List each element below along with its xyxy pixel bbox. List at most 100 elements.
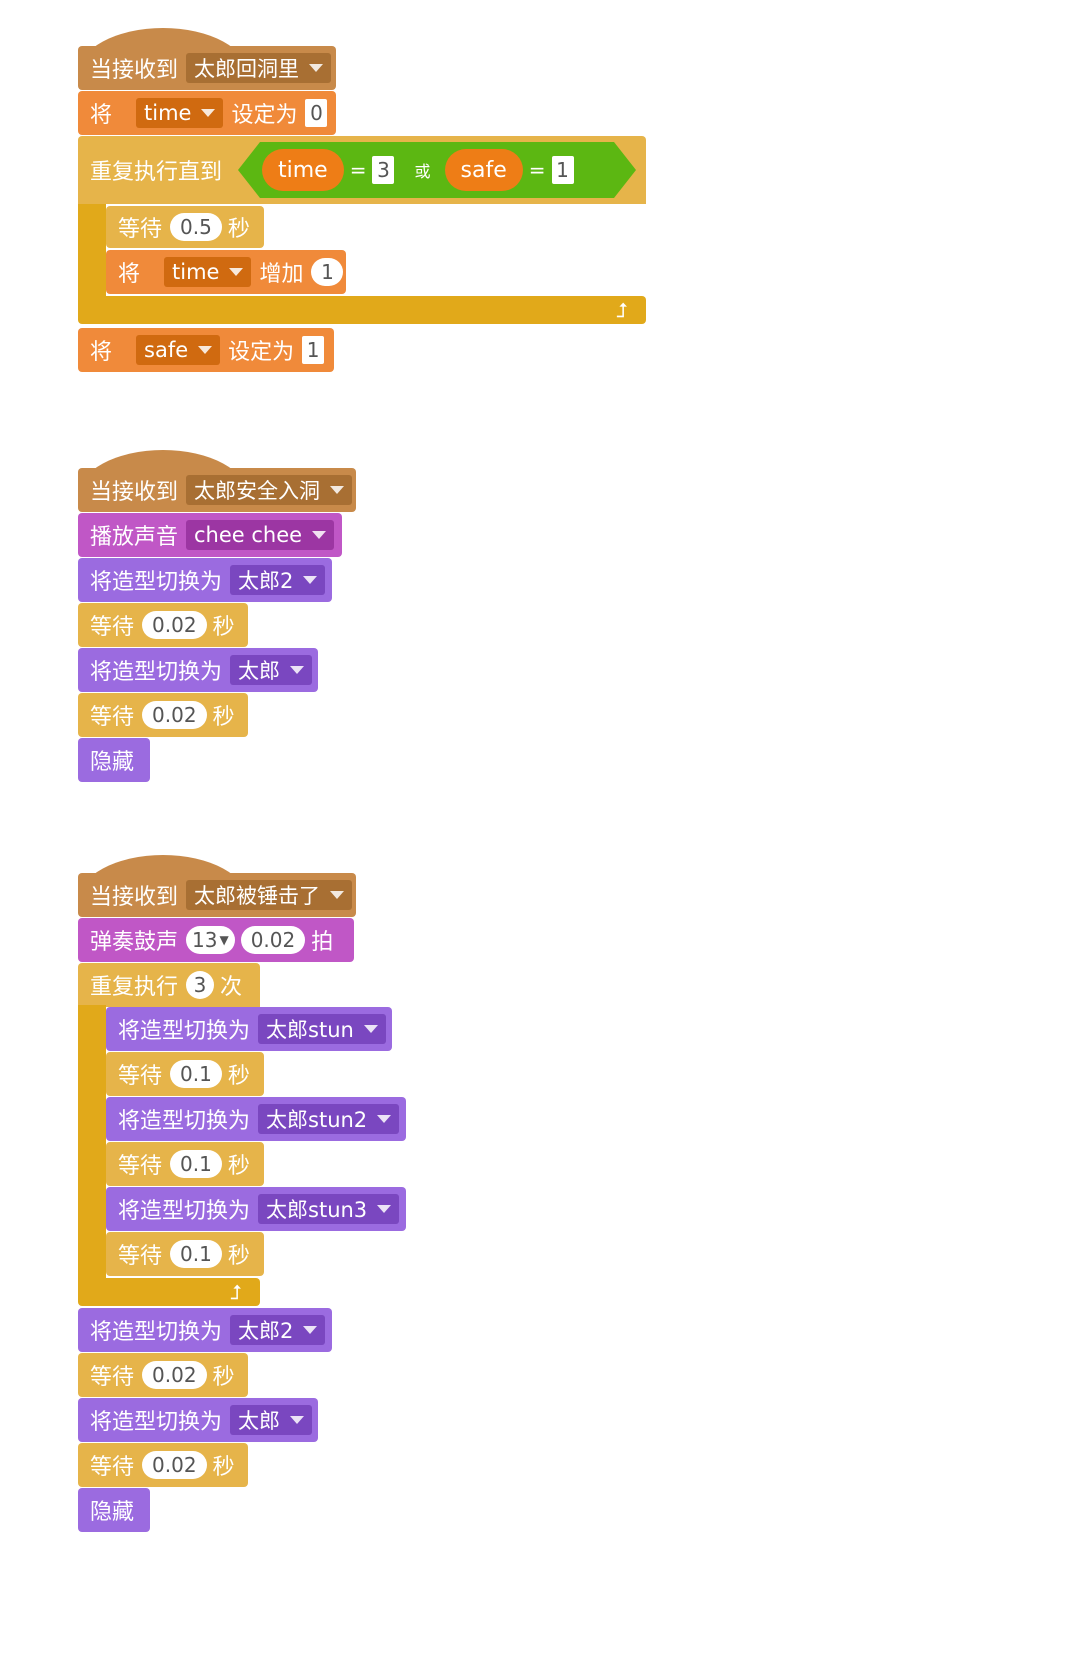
costume-dropdown[interactable]: 太郎 <box>230 1405 313 1435</box>
equals-label: = <box>349 158 367 182</box>
chevron-down-icon <box>330 891 345 899</box>
safe-reporter[interactable]: safe <box>445 149 523 191</box>
wait-label: 等待 <box>90 615 135 640</box>
sound-name: chee chee <box>194 523 303 547</box>
wait-block[interactable]: 等待 0.1 秒 <box>106 1232 264 1276</box>
costume-dropdown[interactable]: 太郎stun3 <box>258 1194 400 1224</box>
chevron-down-icon <box>198 346 213 354</box>
message-dropdown[interactable]: 太郎安全入洞 <box>186 475 353 505</box>
switch-costume-block[interactable]: 将造型切换为 太郎 <box>78 1398 318 1442</box>
message-value: 太郎安全入洞 <box>194 479 321 503</box>
compare-value-input[interactable]: 1 <box>552 156 574 184</box>
chevron-down-icon <box>309 64 324 72</box>
message-dropdown[interactable]: 太郎回洞里 <box>186 53 332 83</box>
time-reporter[interactable]: time <box>262 149 344 191</box>
seconds-label: 秒 <box>227 1244 250 1269</box>
sound-dropdown[interactable]: chee chee <box>186 520 335 550</box>
variable-name: time <box>172 260 220 284</box>
costume-dropdown[interactable]: 太郎stun <box>258 1014 386 1044</box>
or-operator[interactable]: time = 3 或 safe = 1 <box>238 142 636 198</box>
drum-dropdown[interactable]: 13▼ <box>186 926 235 954</box>
seconds-label: 秒 <box>227 1064 250 1089</box>
wait-block[interactable]: 等待 0.1 秒 <box>106 1052 264 1096</box>
wait-block[interactable]: 等待 0.02 秒 <box>78 1443 248 1487</box>
switch-costume-label: 将造型切换为 <box>90 660 223 685</box>
value-input[interactable]: 0 <box>305 99 328 127</box>
change-label: 将 <box>118 262 141 287</box>
costume-dropdown[interactable]: 太郎 <box>230 655 313 685</box>
or-label: 或 <box>414 162 431 181</box>
message-value: 太郎回洞里 <box>194 57 300 81</box>
wait-block[interactable]: 等待 0.02 秒 <box>78 693 248 737</box>
costume-dropdown[interactable]: 太郎stun2 <box>258 1104 400 1134</box>
equals-label: = <box>528 158 546 182</box>
wait-seconds-input[interactable]: 0.02 <box>142 611 207 639</box>
change-action-label: 增加 <box>259 262 304 287</box>
wait-block[interactable]: 等待 0.5 秒 <box>106 206 264 248</box>
set-variable-block[interactable]: 将 safe 设定为 1 <box>78 328 334 372</box>
beats-input[interactable]: 0.02 <box>240 926 306 954</box>
switch-costume-label: 将造型切换为 <box>90 1320 223 1345</box>
change-amount-input[interactable]: 1 <box>311 258 344 286</box>
play-drum-block[interactable]: 弹奏鼓声 13▼ 0.02 拍 <box>78 918 354 962</box>
wait-seconds-input[interactable]: 0.02 <box>142 701 207 729</box>
drum-number: 13 <box>192 928 218 952</box>
set-action-label: 设定为 <box>228 340 295 365</box>
repeat-arm <box>78 1005 106 1281</box>
beats-label: 拍 <box>311 930 334 955</box>
wait-block[interactable]: 等待 0.02 秒 <box>78 603 248 647</box>
wait-block[interactable]: 等待 0.1 秒 <box>106 1142 264 1186</box>
when-receive-hat[interactable]: 当接收到 太郎回洞里 <box>78 46 336 90</box>
hide-block[interactable]: 隐藏 <box>78 738 150 782</box>
variable-dropdown[interactable]: safe <box>136 335 221 365</box>
variable-dropdown[interactable]: time <box>164 257 252 287</box>
when-receive-hat[interactable]: 当接收到 太郎安全入洞 <box>78 468 356 512</box>
repeat-block[interactable]: 重复执行 3 次 <box>78 963 260 1007</box>
message-dropdown[interactable]: 太郎被锤击了 <box>186 880 353 910</box>
seconds-label: 秒 <box>212 1365 235 1390</box>
wait-block[interactable]: 等待 0.02 秒 <box>78 1353 248 1397</box>
when-receive-hat[interactable]: 当接收到 太郎被锤击了 <box>78 873 356 917</box>
change-variable-block[interactable]: 将 time 增加 1 <box>106 250 346 294</box>
wait-seconds-input[interactable]: 0.1 <box>170 1240 222 1268</box>
loop-return-icon: ⮥ <box>230 1280 242 1304</box>
variable-dropdown[interactable]: time <box>136 98 224 128</box>
play-sound-label: 播放声音 <box>90 525 179 550</box>
costume-name: 太郎2 <box>238 569 294 593</box>
switch-costume-label: 将造型切换为 <box>118 1199 251 1224</box>
wait-label: 等待 <box>90 1455 135 1480</box>
play-sound-block[interactable]: 播放声音 chee chee <box>78 513 342 557</box>
wait-label: 等待 <box>118 1244 163 1269</box>
compare-value-input[interactable]: 3 <box>372 156 394 184</box>
repeat-foot <box>78 296 646 324</box>
wait-seconds-input[interactable]: 0.02 <box>142 1451 207 1479</box>
costume-dropdown[interactable]: 太郎2 <box>230 1315 326 1345</box>
set-variable-block[interactable]: 将 time 设定为 0 <box>78 91 336 135</box>
seconds-label: 秒 <box>227 1154 250 1179</box>
repeat-arm <box>78 204 106 298</box>
repeat-count-input[interactable]: 3 <box>186 971 215 999</box>
costume-name: 太郎stun <box>266 1018 354 1042</box>
switch-costume-block[interactable]: 将造型切换为 太郎 <box>78 648 318 692</box>
switch-costume-block[interactable]: 将造型切换为 太郎stun3 <box>106 1187 406 1231</box>
switch-costume-block[interactable]: 将造型切换为 太郎2 <box>78 558 332 602</box>
costume-dropdown[interactable]: 太郎2 <box>230 565 326 595</box>
chevron-down-icon <box>229 268 244 276</box>
chevron-down-icon <box>290 1416 305 1424</box>
wait-seconds-input[interactable]: 0.5 <box>170 213 222 241</box>
costume-name: 太郎2 <box>238 1319 294 1343</box>
switch-costume-block[interactable]: 将造型切换为 太郎stun2 <box>106 1097 406 1141</box>
costume-name: 太郎 <box>238 1409 281 1433</box>
switch-costume-label: 将造型切换为 <box>90 570 223 595</box>
switch-costume-block[interactable]: 将造型切换为 太郎stun <box>106 1007 392 1051</box>
switch-costume-block[interactable]: 将造型切换为 太郎2 <box>78 1308 332 1352</box>
switch-costume-label: 将造型切换为 <box>118 1109 251 1134</box>
wait-seconds-input[interactable]: 0.02 <box>142 1361 207 1389</box>
chevron-down-icon <box>303 1326 318 1334</box>
set-label: 将 <box>90 340 113 365</box>
value-input[interactable]: 1 <box>302 336 325 364</box>
variable-name: time <box>144 101 192 125</box>
wait-seconds-input[interactable]: 0.1 <box>170 1060 222 1088</box>
hide-block[interactable]: 隐藏 <box>78 1488 150 1532</box>
wait-seconds-input[interactable]: 0.1 <box>170 1150 222 1178</box>
